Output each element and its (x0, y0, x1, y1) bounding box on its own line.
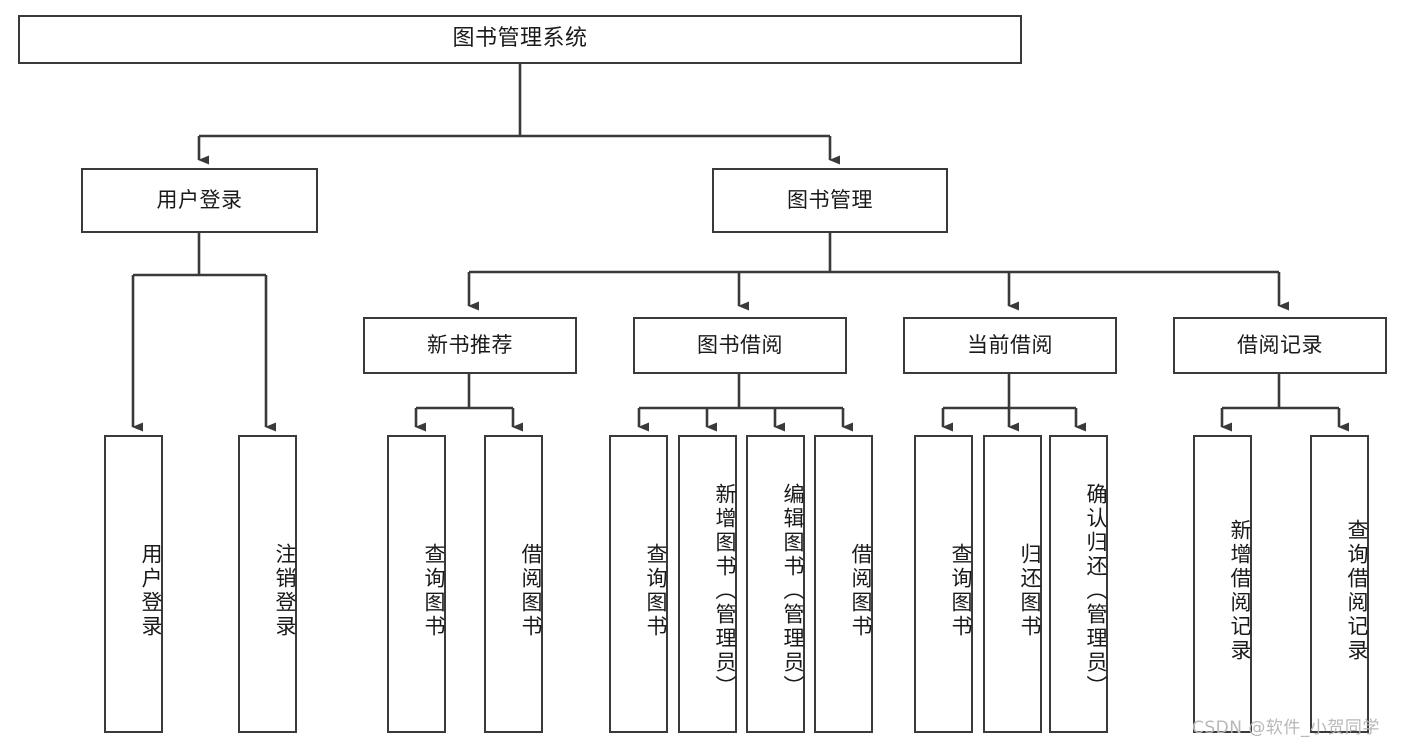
leaf-user-login-login[interactable]: 用户登录 (104, 435, 163, 733)
leaf-user-login-logout[interactable]: 注销登录 (238, 435, 297, 733)
node-label: 用户登录 (156, 187, 243, 212)
csdn-watermark: CSDN @软件_小贺同学 (1192, 718, 1380, 738)
node-label: 图书借阅 (697, 332, 783, 357)
node-label: 新增借阅记录 (1228, 519, 1252, 663)
leaf-current-borrow-query-book[interactable]: 查询图书 (914, 435, 973, 733)
leaf-borrow-record-add-record[interactable]: 新增借阅记录 (1193, 435, 1252, 733)
node-new-book-recommend[interactable]: 新书推荐 (363, 317, 577, 374)
leaf-book-borrow-borrow-book[interactable]: 借阅图书 (814, 435, 873, 733)
node-label: 查询图书 (644, 543, 668, 639)
leaf-book-borrow-edit-book-admin[interactable]: 编辑图书（管理员） (746, 435, 805, 733)
node-borrow-record[interactable]: 借阅记录 (1173, 317, 1387, 374)
node-label: 归还图书 (1018, 543, 1042, 639)
leaf-book-borrow-query-book[interactable]: 查询图书 (609, 435, 668, 733)
node-current-borrow[interactable]: 当前借阅 (903, 317, 1117, 374)
node-label: 查询图书 (422, 543, 446, 639)
node-user-login[interactable]: 用户登录 (81, 168, 318, 233)
node-label: 借阅图书 (849, 543, 873, 639)
node-book-borrow[interactable]: 图书借阅 (633, 317, 847, 374)
node-root-book-management-system[interactable]: 图书管理系统 (18, 15, 1022, 64)
node-label: 注销登录 (273, 543, 297, 639)
node-book-management[interactable]: 图书管理 (712, 168, 948, 233)
leaf-current-borrow-return-book[interactable]: 归还图书 (983, 435, 1042, 733)
leaf-new-book-query-book[interactable]: 查询图书 (387, 435, 446, 733)
node-label: 查询借阅记录 (1345, 519, 1369, 663)
node-label: 图书管理 (787, 187, 873, 212)
node-label: 查询图书 (949, 543, 973, 639)
node-label: 用户登录 (139, 543, 163, 639)
leaf-borrow-record-query-record[interactable]: 查询借阅记录 (1310, 435, 1369, 733)
node-label: 图书管理系统 (452, 26, 588, 52)
leaf-book-borrow-add-book-admin[interactable]: 新增图书（管理员） (678, 435, 737, 733)
node-label: 借阅图书 (519, 543, 543, 639)
leaf-new-book-borrow-book[interactable]: 借阅图书 (484, 435, 543, 733)
leaf-current-borrow-confirm-return-admin[interactable]: 确认归还（管理员） (1049, 435, 1108, 733)
node-label: 新增图书（管理员） (713, 483, 737, 699)
node-label: 借阅记录 (1237, 332, 1323, 357)
node-label: 确认归还（管理员） (1084, 483, 1108, 699)
node-label: 当前借阅 (967, 332, 1053, 357)
node-label: 编辑图书（管理员） (781, 483, 805, 699)
node-label: 新书推荐 (427, 332, 513, 357)
